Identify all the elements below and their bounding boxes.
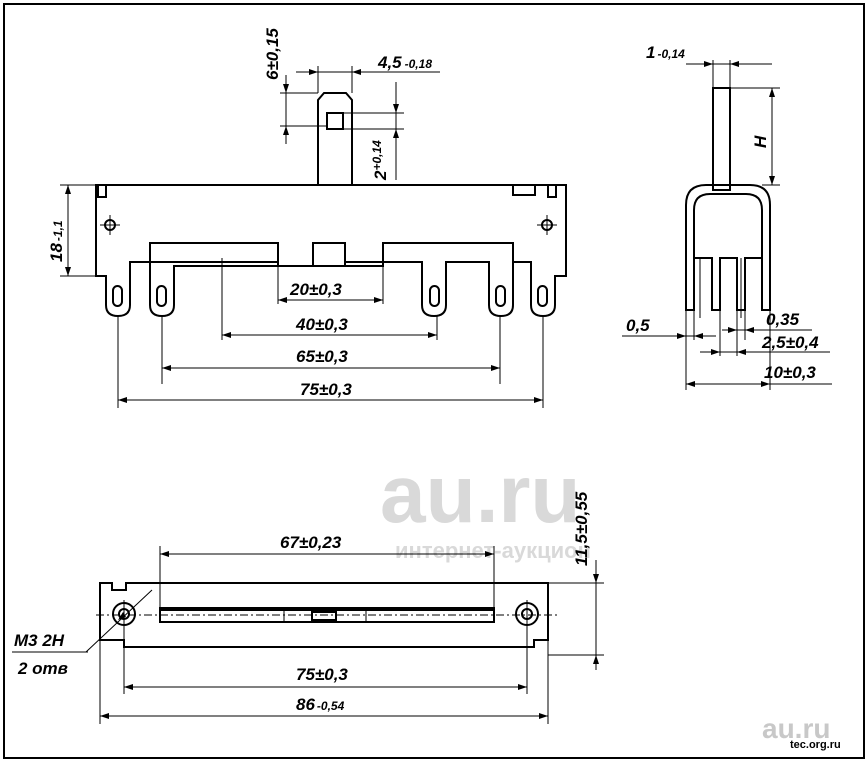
front-body-outline [95,184,567,318]
front-view: 6±0,15 4,5-0,18 2+0,14 18-1,1 20±0,3 [47,28,567,408]
side-body [685,184,771,311]
dim-05: 0,5 [626,316,650,335]
dim-75-front: 75±0,3 [300,380,352,399]
dim-86: 86-0,54 [296,695,345,714]
dim-body-height: 18-1,1 [47,220,66,262]
thread-note-line2: 2 отв [17,659,68,678]
dim-h: H [751,135,770,148]
terminal-slot [495,285,506,307]
dim-65: 65±0,3 [296,347,348,366]
top-mount-hole-right [515,600,539,628]
dim-115: 11,5±0,55 [572,491,591,566]
dim-25: 2,5±0,4 [761,333,819,352]
watermark-logo: au.ru [380,449,580,540]
terminal-slot [156,285,167,307]
watermark-corner-logo: au.ru [762,713,830,744]
dim-75-top: 75±0,3 [296,665,348,684]
side-knob [712,87,731,191]
top-view: 67±0,23 11,5±0,55 75±0,3 86-0,54 М3 2Н 2… [12,491,604,724]
top-knob [311,611,337,621]
slider-knob [317,92,353,185]
page-border [3,3,865,759]
dim-knob-height: 6±0,15 [263,28,282,80]
front-slot [149,242,514,266]
dim-10: 10±0,3 [764,363,816,382]
side-view: 1-0,14 H 0,5 0,35 2,5±0,4 10±0,3 [622,43,832,390]
front-mount-hole-left [100,215,120,235]
dim-knob-width: 4,5-0,18 [377,53,432,72]
knob-hole [326,112,344,130]
dim-side-top: 1-0,14 [646,43,685,62]
dim-knob-hole: 2+0,14 [370,140,390,181]
terminal-slot [537,285,548,307]
terminal-slot [112,285,123,307]
thread-note-line1: М3 2Н [14,631,65,650]
watermark: au.ru интернет-аукцион au.ru tec.org.ru [380,449,841,751]
terminal-slot [429,285,440,307]
watermark-logo-sub: интернет-аукцион [395,538,591,563]
front-mount-hole-right [537,215,557,235]
source-label: tec.org.ru [790,739,841,751]
dim-20: 20±0,3 [289,280,342,299]
dim-67: 67±0,23 [280,533,342,552]
dim-035: 0,35 [766,310,800,329]
dim-40: 40±0,3 [295,315,348,334]
